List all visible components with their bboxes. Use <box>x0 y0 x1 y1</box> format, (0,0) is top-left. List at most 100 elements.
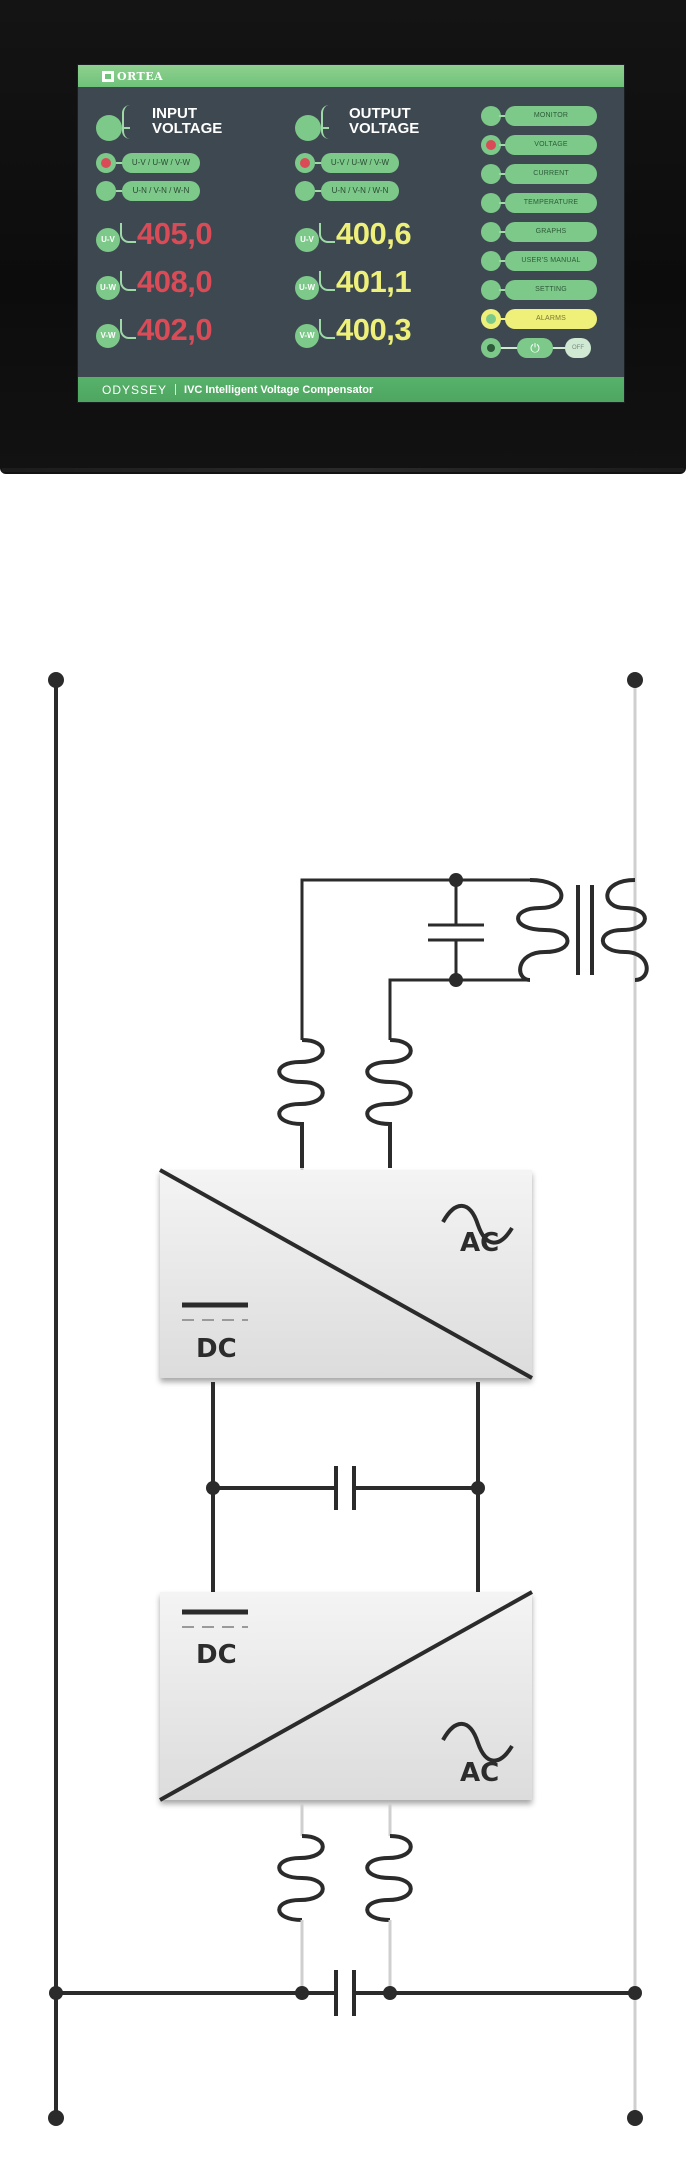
brand-divider <box>175 384 177 395</box>
top-wire-right <box>388 978 530 1040</box>
input-phase-connector <box>120 271 136 291</box>
input-mode-line-to-line[interactable]: U-V / U-W / V-W <box>122 153 200 173</box>
power-status-indicator <box>481 338 501 358</box>
menu-current-indicator <box>481 164 501 184</box>
top-junction-node <box>449 973 463 987</box>
input-phase-vw-badge: V-W <box>96 324 120 348</box>
menu-graphs-indicator <box>481 222 501 242</box>
menu-monitor-indicator <box>481 106 501 126</box>
circuit-diagram: AC DC DC AC <box>0 640 686 2164</box>
top-wire-left <box>300 878 530 1040</box>
input-mode-radio[interactable] <box>96 181 116 201</box>
menu-temperature-button[interactable]: TEMPERATURE <box>505 193 597 213</box>
output-mode-line-to-line[interactable]: U-V / U-W / V-W <box>321 153 399 173</box>
top-junction-node <box>449 873 463 887</box>
right-bus-bottom-terminal <box>627 2110 643 2126</box>
output-phase-uv-badge: U-V <box>295 228 319 252</box>
output-mode-connector <box>315 190 325 192</box>
menu-users-manual-indicator <box>481 251 501 271</box>
bottom-converter-diagonal <box>159 1590 533 1802</box>
output-mode-line-to-neutral[interactable]: U-N / V-N / W-N <box>321 181 399 201</box>
input-value-vw: 402,0 <box>137 312 213 347</box>
input-mode-line-to-neutral[interactable]: U-N / V-N / W-N <box>122 181 200 201</box>
input-value-uw: 408,0 <box>137 264 213 299</box>
output-header-icon <box>295 115 321 141</box>
output-mode-connector <box>315 162 325 164</box>
input-header-line1: INPUT <box>152 105 197 122</box>
brand-logo: ORTEA <box>102 69 163 83</box>
output-value-uw: 401,1 <box>336 264 412 299</box>
output-mode-radio[interactable] <box>295 181 315 201</box>
output-value-uv: 400,6 <box>336 216 412 251</box>
off-button[interactable]: OFF <box>565 338 591 358</box>
power-icon: ⏻ <box>530 341 540 355</box>
menu-graphs-button[interactable]: GRAPHS <box>505 222 597 242</box>
menu-voltage-indicator <box>481 135 501 155</box>
menu-connector <box>499 231 507 233</box>
bottom-bus-node <box>383 1986 397 2000</box>
bottom-converter-ac-label: AC <box>460 1758 500 1788</box>
input-phase-uw-badge: U-W <box>96 276 120 300</box>
transformer-primary-coil <box>516 878 570 982</box>
bottom-bus-node <box>295 1986 309 2000</box>
output-phase-connector <box>319 271 335 291</box>
output-phase-vw-badge: V-W <box>295 324 319 348</box>
transformer-secondary-coil <box>601 878 649 982</box>
input-mode-connector <box>116 190 126 192</box>
output-header-bracket <box>321 105 331 139</box>
top-inductor-right <box>365 1038 413 1168</box>
output-header-line2: VOLTAGE <box>349 120 420 137</box>
output-phase-uw-badge: U-W <box>295 276 319 300</box>
menu-voltage-button[interactable]: VOLTAGE <box>505 135 597 155</box>
dc-link-node <box>206 1481 220 1495</box>
menu-connector <box>499 144 507 146</box>
menu-setting-button[interactable]: SETTING <box>505 280 597 300</box>
input-header-icon <box>96 115 122 141</box>
product-tagline: IVC Intelligent Voltage Compensator <box>184 383 374 396</box>
bottom-converter-dc-label: DC <box>196 1640 237 1670</box>
touch-screen: ORTEA INPUT VOLTAGE OUTPUT VOLTAGE U-V /… <box>77 64 625 403</box>
menu-connector <box>499 173 507 175</box>
logo-text: ORTEA <box>117 69 164 83</box>
menu-users-manual-button[interactable]: USER'S MANUAL <box>505 251 597 271</box>
top-converter-diagonal <box>159 1168 533 1380</box>
top-bar: ORTEA <box>78 65 624 87</box>
input-header-line2: VOLTAGE <box>152 120 223 137</box>
brand-name: ODYSSEY <box>102 382 168 397</box>
top-converter-sine-icon <box>441 1203 514 1245</box>
output-header-line1: OUTPUT <box>349 105 411 122</box>
menu-current-button[interactable]: CURRENT <box>505 164 597 184</box>
menu-alarms-button[interactable]: ALARMS <box>505 309 597 329</box>
output-mode-selected-radio[interactable] <box>295 153 315 173</box>
menu-connector <box>499 115 507 117</box>
top-converter-dc-label: DC <box>196 1334 237 1364</box>
right-bus-top-terminal <box>627 672 643 688</box>
input-mode-selected-radio[interactable] <box>96 153 116 173</box>
menu-temperature-indicator <box>481 193 501 213</box>
top-inductor-left <box>277 1038 325 1168</box>
output-phase-connector <box>319 223 335 243</box>
output-value-vw: 400,3 <box>336 312 412 347</box>
menu-alarms-indicator <box>481 309 501 329</box>
bottom-inductor-right <box>365 1834 413 1922</box>
top-converter-ac-label: AC <box>460 1228 500 1258</box>
menu-setting-indicator <box>481 280 501 300</box>
dc-link-node <box>471 1481 485 1495</box>
output-header-connector <box>321 127 329 129</box>
menu-connector <box>499 289 507 291</box>
circuit-svg <box>48 672 649 2126</box>
menu-connector <box>499 318 507 320</box>
power-button[interactable]: ⏻ <box>517 338 553 358</box>
left-bus-top-terminal <box>48 672 64 688</box>
input-header-bracket <box>122 105 132 139</box>
bottom-converter-sine-icon <box>441 1721 514 1763</box>
input-value-uv: 405,0 <box>137 216 213 251</box>
input-header-connector <box>122 127 130 129</box>
bottom-inductor-left <box>277 1834 325 1922</box>
menu-monitor-button[interactable]: MONITOR <box>505 106 597 126</box>
input-mode-connector <box>116 162 126 164</box>
logo-mark-icon <box>102 70 114 82</box>
output-phase-connector <box>319 319 335 339</box>
input-phase-uv-badge: U-V <box>96 228 120 252</box>
menu-connector <box>499 202 507 204</box>
